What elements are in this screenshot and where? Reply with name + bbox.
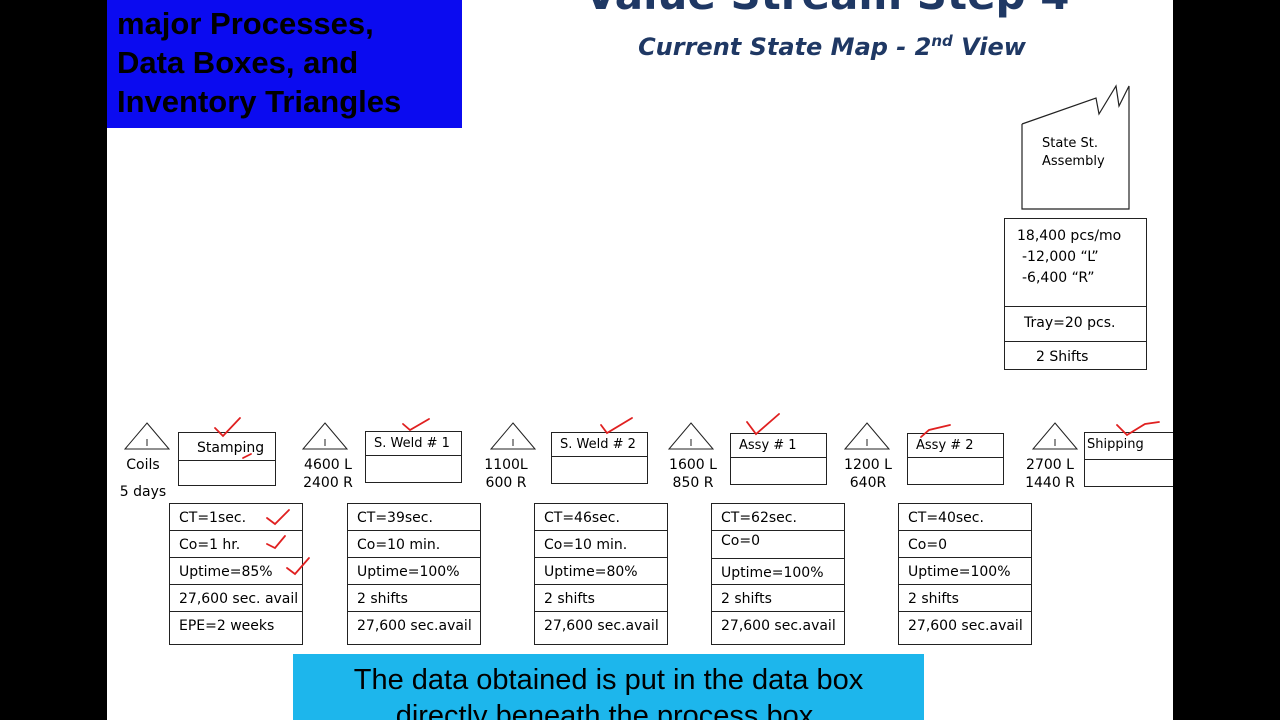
data-box-row: 2 shifts (712, 585, 844, 612)
customer-shifts: 2 Shifts (1036, 349, 1089, 365)
slide: major Processes, Data Boxes, and Invento… (107, 0, 1173, 720)
data-box-row: Co=1 hr. (170, 531, 302, 558)
subtitle-main: Current State Map - 2 (638, 33, 932, 61)
customer-demand-total: 18,400 pcs/mo (1017, 228, 1122, 244)
data-box-row: Uptime=85% (170, 558, 302, 585)
customer-data-box: 18,400 pcs/mo -12,000 “L” -6,400 “R” Tra… (1004, 218, 1147, 370)
check-mark-icon (402, 418, 430, 432)
data-box-row: 27,600 sec. avail (170, 585, 302, 612)
process-box-assy-1: Assy # 1 (730, 433, 827, 485)
process-box-assy-2: Assy # 2 (907, 433, 1004, 485)
data-box-row: Co=10 min. (535, 531, 667, 558)
inventory-label-line-2: 640R (849, 475, 887, 491)
data-box-s-weld-1: CT=39sec. Co=10 min. Uptime=100% 2 shift… (347, 503, 481, 645)
check-mark-icon (746, 413, 780, 436)
inventory-triangle-icon (668, 422, 714, 450)
inventory-label-line-1: 1200 L (844, 457, 892, 473)
intro-line-1: major Processes, (117, 6, 374, 41)
process-name: S. Weld # 2 (552, 433, 647, 457)
data-box-row: 27,600 sec.avail (357, 618, 472, 634)
caption-line-2: directly beneath the process box. (395, 700, 822, 720)
inventory-label-line-1: 2700 L (1026, 457, 1074, 473)
slide-subtitle: Current State Map - 2nd View (487, 32, 1173, 61)
inventory-label-line-1: 1600 L (669, 457, 717, 473)
data-box-row: CT=62sec. (712, 504, 844, 531)
data-box-row: CT=46sec. (535, 504, 667, 531)
data-box-row: Co=10 min. (348, 531, 480, 558)
caption-line-1: The data obtained is put in the data box (353, 664, 864, 696)
process-name: S. Weld # 1 (366, 432, 461, 456)
data-box-row: 27,600 sec.avail (908, 618, 1023, 634)
process-box-s-weld-2: S. Weld # 2 (551, 432, 648, 484)
customer-name-line-1: State St. (1042, 136, 1099, 151)
data-box-assy-2: CT=40sec. Co=0 Uptime=100% 2 shifts 27,6… (898, 503, 1032, 645)
customer-name: State St. Assembly (1042, 135, 1105, 171)
inventory-triangle-icon (1032, 422, 1078, 450)
inventory-label: 1200 L 640R (837, 456, 899, 492)
data-box-row: Co=0 (899, 531, 1031, 558)
inventory-label-line-2: 5 days (119, 484, 167, 500)
inventory-label: Coils 5 days (117, 456, 169, 501)
data-box-row: Uptime=100% (899, 558, 1031, 585)
process-name: Assy # 1 (731, 434, 826, 458)
intro-text-box: major Processes, Data Boxes, and Invento… (107, 0, 462, 128)
data-box-row: 27,600 sec.avail (721, 618, 836, 634)
data-box-s-weld-2: CT=46sec. Co=10 min. Uptime=80% 2 shifts… (534, 503, 668, 645)
process-name: Stamping (179, 433, 275, 461)
data-box-row: CT=39sec. (348, 504, 480, 531)
data-box-row: Uptime=100% (712, 558, 844, 585)
inventory-triangle-icon (124, 422, 170, 450)
intro-line-3: Inventory Triangles (117, 84, 402, 119)
data-box-row: 2 shifts (535, 585, 667, 612)
customer-demand-left: -12,000 “L” (1022, 249, 1099, 265)
customer-demand-right: -6,400 “R” (1022, 270, 1095, 286)
data-box-row: CT=1sec. (170, 504, 302, 531)
customer-demand: 18,400 pcs/mo -12,000 “L” -6,400 “R” (1005, 219, 1146, 307)
process-name: Assy # 2 (908, 434, 1003, 458)
inventory-label-line-2: 1440 R (1025, 475, 1075, 491)
data-box-row: 27,600 sec.avail (544, 618, 659, 634)
inventory-label-line-2: 600 R (485, 475, 527, 491)
inventory-label-line-1: 4600 L (304, 457, 352, 473)
data-box-row: 2 shifts (348, 585, 480, 612)
data-box-row: Uptime=80% (535, 558, 667, 585)
factory-icon (1021, 84, 1130, 210)
process-box-stamping: Stamping (178, 432, 276, 486)
inventory-label-line-1: 1100L (484, 457, 528, 473)
process-box-s-weld-1: S. Weld # 1 (365, 431, 462, 483)
intro-line-2: Data Boxes, and (117, 45, 359, 80)
inventory-triangle-icon (490, 422, 536, 450)
inventory-triangle-icon (302, 422, 348, 450)
inventory-triangle-icon (844, 422, 890, 450)
inventory-label-line-1: Coils (126, 457, 160, 473)
inventory-label: 2700 L 1440 R (1019, 456, 1081, 492)
check-mark-icon (600, 417, 633, 435)
data-box-row: Co=0 (721, 533, 760, 549)
data-box-row: CT=40sec. (899, 504, 1031, 531)
subtitle-tail: View (952, 33, 1026, 61)
customer-name-line-2: Assembly (1042, 154, 1105, 169)
process-box-shipping: Shipping (1084, 432, 1173, 487)
inventory-label: 4600 L 2400 R (297, 456, 359, 492)
customer-tray: Tray=20 pcs. (1005, 307, 1146, 342)
inventory-label: 1600 L 850 R (662, 456, 724, 492)
inventory-label-line-2: 2400 R (303, 475, 353, 491)
data-box-row: EPE=2 weeks (179, 618, 275, 634)
data-box-row: Uptime=100% (348, 558, 480, 585)
inventory-label-line-2: 850 R (672, 475, 714, 491)
caption-box: The data obtained is put in the data box… (293, 654, 924, 720)
data-box-assy-1: CT=62sec. Co=0 Uptime=100% 2 shifts 27,6… (711, 503, 845, 645)
slide-title: Value Stream Step 4 (437, 0, 1173, 19)
data-box-row: 2 shifts (899, 585, 1031, 612)
inventory-label: 1100L 600 R (475, 456, 537, 492)
process-name: Shipping (1085, 433, 1173, 460)
subtitle-sup: nd (931, 32, 953, 50)
data-box-stamping: CT=1sec. Co=1 hr. Uptime=85% 27,600 sec.… (169, 503, 303, 645)
